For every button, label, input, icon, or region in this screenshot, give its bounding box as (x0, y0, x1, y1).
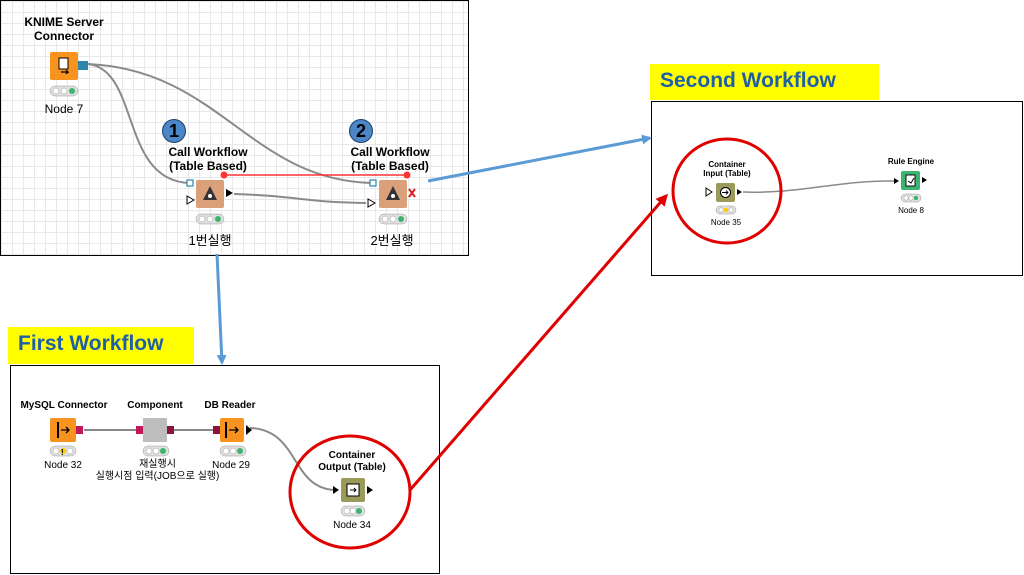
arrow-call2-to-second-workflow (427, 134, 652, 183)
db-reader-title: DB Reader (204, 400, 256, 411)
first-workflow-canvas (10, 365, 440, 574)
call-workflow-title-2: Call Workflow (Table Based) (350, 145, 430, 173)
server-connector-node[interactable] (49, 52, 88, 97)
connection-reader-to-output (249, 427, 336, 491)
call-workflow-badge-1: 1 (162, 119, 186, 143)
call-workflow-node-1[interactable] (186, 179, 233, 225)
server-connector-label: Node 7 (44, 102, 84, 116)
call-workflow-title-1: Call Workflow (Table Based) (168, 145, 248, 173)
call-workflow-badge-2: 2 (349, 119, 373, 143)
container-input-title: Container Input (Table) (703, 160, 751, 179)
connection-server-to-call2 (87, 63, 373, 184)
mysql-connector-title: MySQL Connector (20, 400, 108, 411)
call-workflow-icon (386, 186, 400, 200)
highlight-circle-container-output (288, 434, 412, 550)
highlight-circle-container-input (671, 137, 783, 245)
call-workflow-label-1: 1번실행 (188, 233, 232, 248)
component-node[interactable] (136, 418, 174, 457)
call-workflow-icon (203, 186, 217, 200)
container-icon (720, 187, 731, 198)
component-title: Component (127, 400, 183, 411)
call-workflow-node-2[interactable] (367, 179, 416, 225)
first-workflow-title: First Workflow (8, 327, 194, 364)
server-connector-icon (58, 57, 70, 75)
error-x-icon (408, 188, 416, 198)
container-input-node[interactable] (705, 183, 742, 215)
db-reader-label: Node 29 (212, 460, 250, 471)
server-connector-title: KNIME Server Connector (24, 15, 104, 43)
database-connector-icon (57, 422, 70, 438)
arrow-output-to-input (408, 193, 668, 491)
mysql-connector-node[interactable]: ! (49, 418, 83, 457)
container-output-node[interactable] (333, 478, 373, 517)
db-reader-icon (225, 422, 239, 438)
flow-variable-port-call1 (220, 171, 228, 179)
mysql-connector-label: Node 32 (44, 460, 82, 471)
main-workflow-canvas (0, 0, 469, 256)
container-icon (346, 483, 360, 497)
rule-engine-node[interactable] (894, 171, 927, 203)
connection-input-to-rule-engine (742, 180, 895, 193)
component-label: 재실행시 실행시점 입력(JOB으로 실행) (95, 459, 220, 482)
svg-text:!: ! (61, 448, 64, 457)
rule-engine-title: Rule Engine (887, 157, 935, 166)
call-workflow-label-2: 2번실행 (370, 233, 414, 248)
rule-engine-icon (905, 174, 916, 187)
flow-variable-port-call2 (403, 171, 411, 179)
container-input-label: Node 35 (710, 218, 742, 227)
container-output-title: Container Output (Table) (318, 450, 386, 473)
second-workflow-canvas (651, 101, 1023, 276)
container-output-label: Node 34 (333, 520, 371, 531)
rule-engine-label: Node 8 (898, 206, 924, 215)
arrow-call1-to-first-workflow (215, 253, 227, 365)
second-workflow-title: Second Workflow (650, 64, 879, 100)
connection-server-to-call1 (87, 63, 190, 184)
connection-call1-to-call2 (233, 193, 367, 204)
db-reader-node[interactable] (213, 418, 252, 457)
